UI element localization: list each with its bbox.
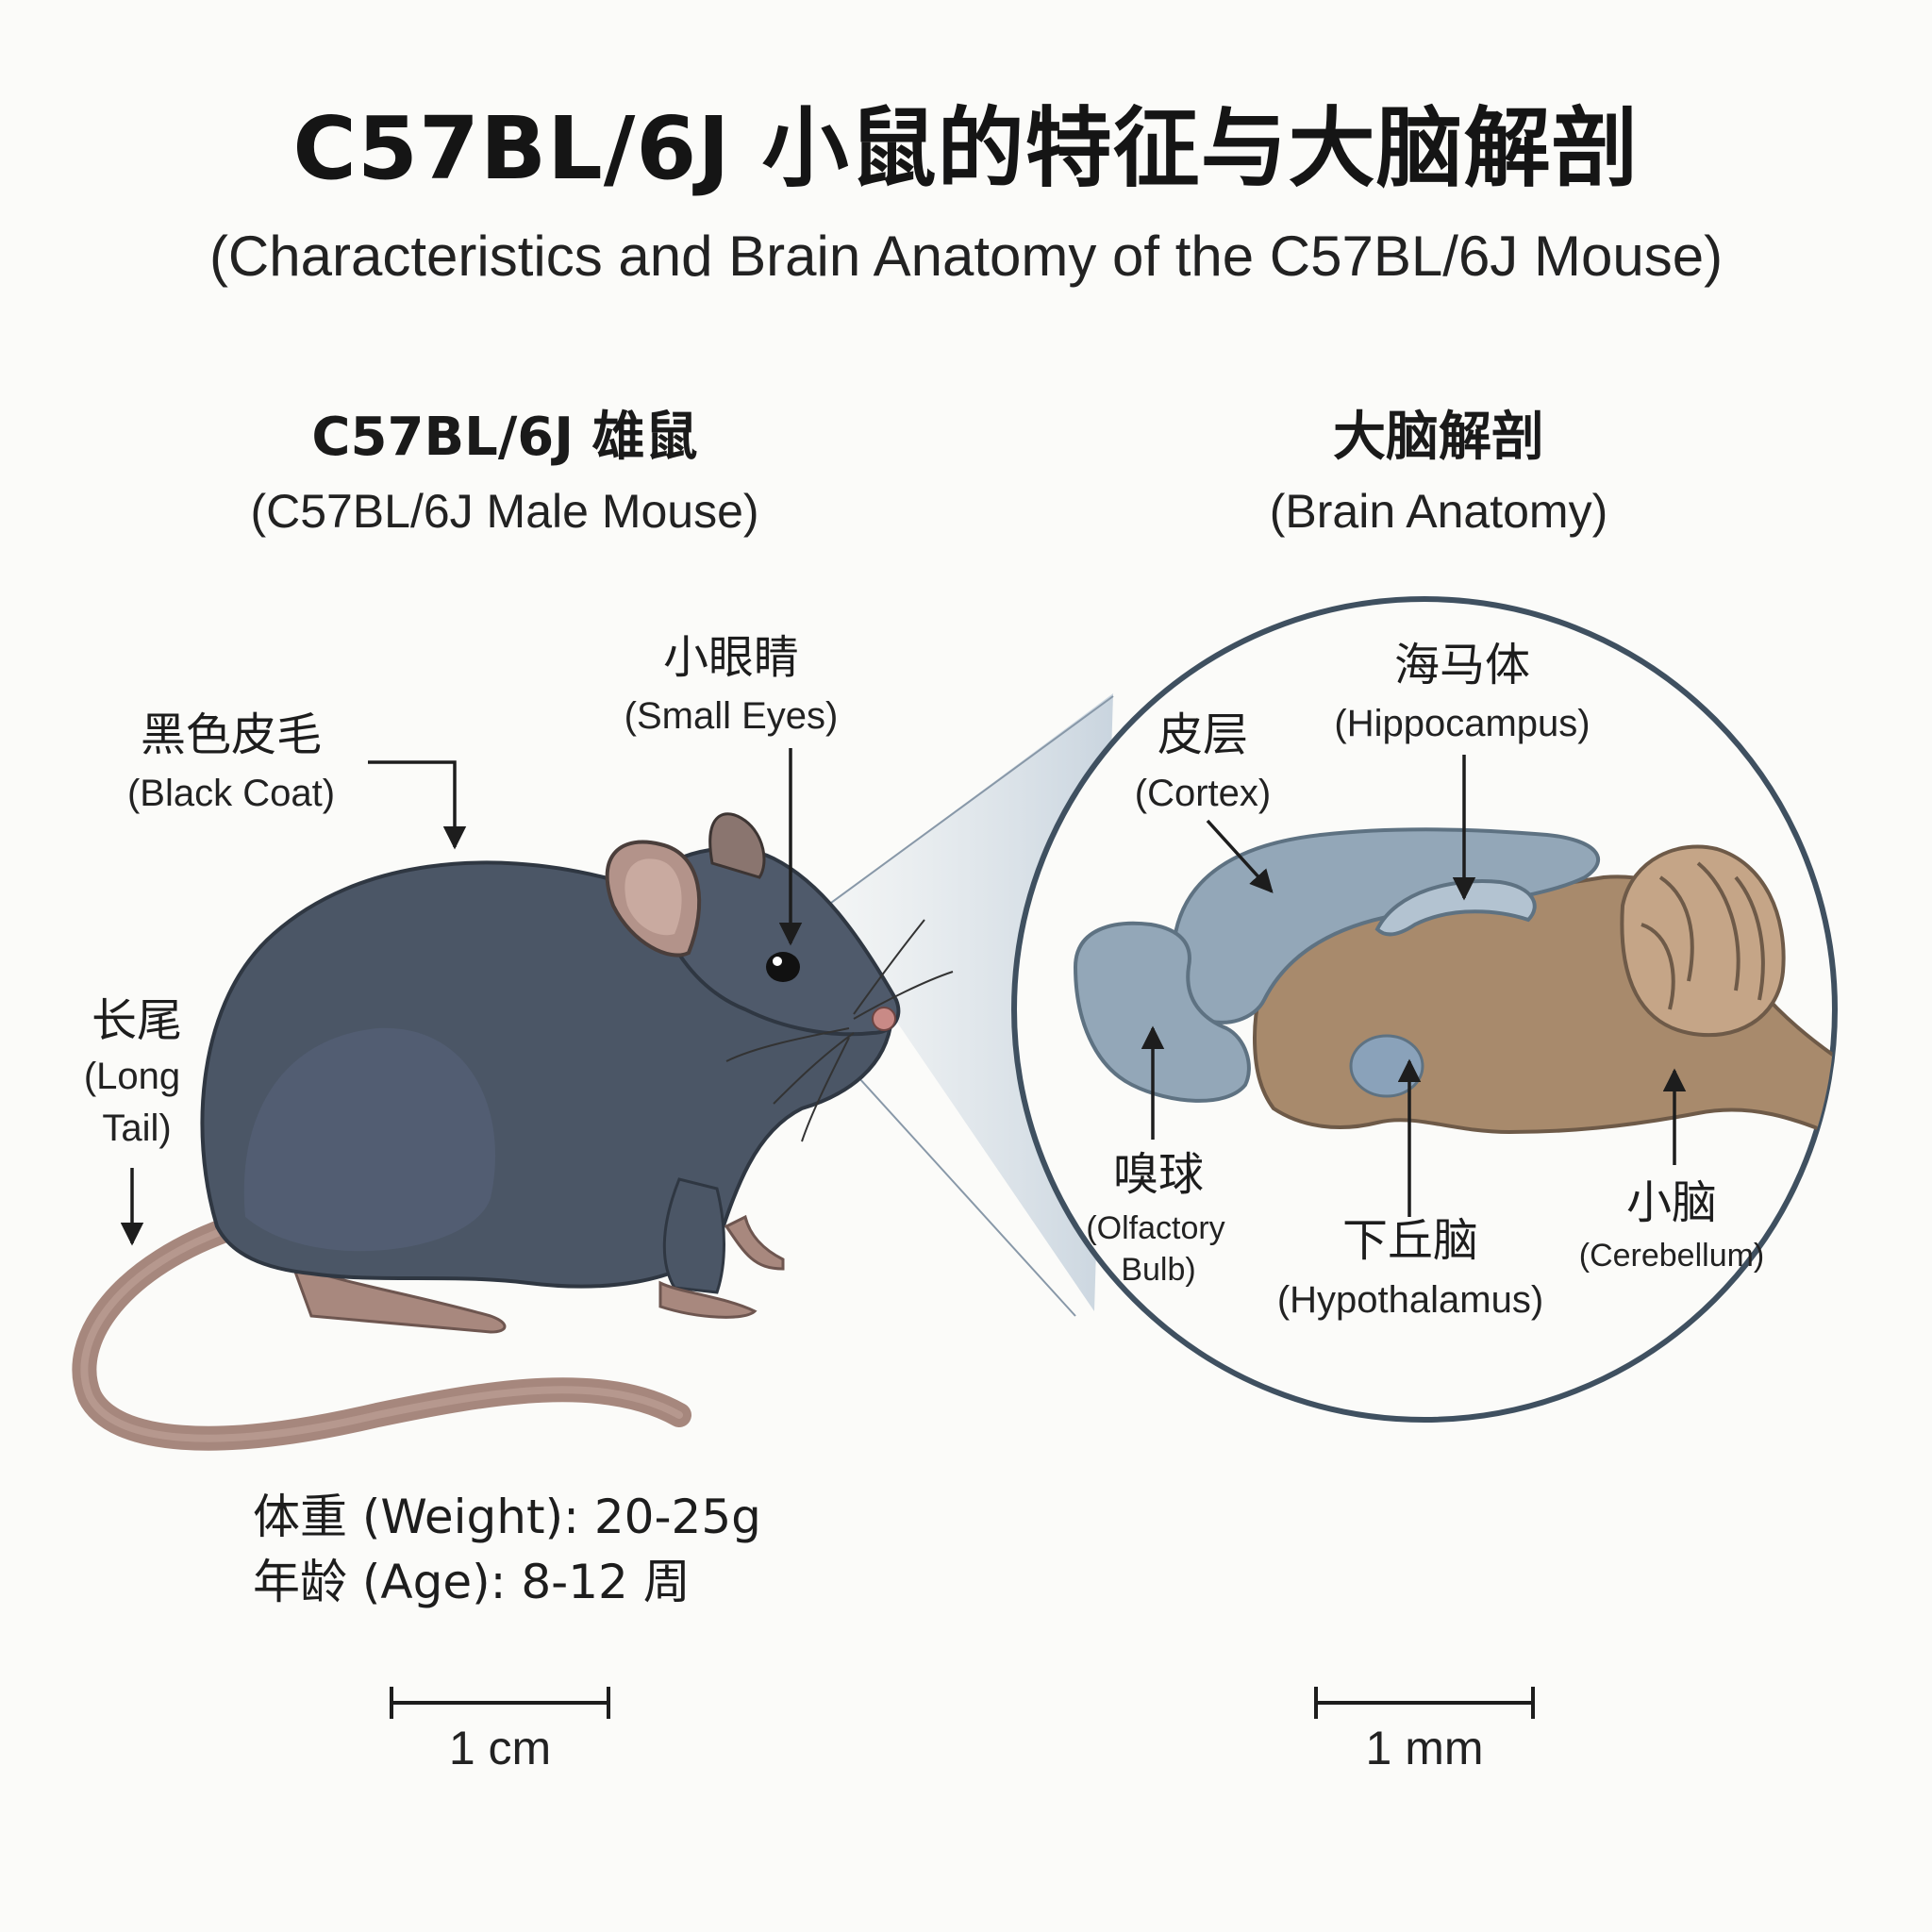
label-cortex-cn: 皮层 — [1157, 708, 1249, 761]
label-eyes-cn: 小眼睛 — [662, 631, 800, 684]
brain-hippocampus — [1374, 879, 1537, 937]
label-hippocampus-cn: 海马体 — [1393, 639, 1531, 691]
mouse-illustration — [72, 812, 954, 1451]
brain-panel-title: 大脑解剖 — [1333, 407, 1544, 468]
label-tail-cn: 长尾 — [91, 994, 183, 1047]
label-cerebellum-en: (Cerebellum) — [1578, 1238, 1765, 1274]
brain-olfactory-bulb — [1073, 921, 1251, 1103]
label-hypothalamus-cn: 下丘脑 — [1341, 1214, 1479, 1267]
mouse-panel-subtitle: (C57BL/6J Male Mouse) — [250, 485, 759, 538]
label-cortex-en: (Cortex) — [1134, 773, 1272, 814]
label-olfactory-en-1: (Olfactory — [1086, 1210, 1225, 1246]
mouse-scale-label: 1 cm — [448, 1722, 552, 1774]
mouse-eye — [766, 952, 800, 982]
label-tail-en-1: (Long — [83, 1056, 181, 1097]
page-subtitle: (Characteristics and Brain Anatomy of th… — [208, 225, 1724, 288]
label-tail-en-2: Tail) — [102, 1108, 172, 1149]
label-hippocampus-en: (Hippocampus) — [1334, 703, 1591, 744]
label-eyes-en: (Small Eyes) — [624, 695, 839, 737]
label-olfactory-en-2: Bulb) — [1121, 1252, 1196, 1288]
page-title: C57BL/6J 小鼠的特征与大脑解剖 — [292, 98, 1640, 199]
brain-panel-subtitle: (Brain Anatomy) — [1269, 485, 1608, 538]
label-olfactory-cn: 嗅球 — [1112, 1148, 1205, 1201]
leader-lines — [120, 748, 1687, 1246]
mouse-nose — [872, 1007, 896, 1031]
label-coat-en: (Black Coat) — [126, 773, 336, 814]
label-cerebellum-cn: 小脑 — [1625, 1176, 1718, 1229]
label-coat-cn: 黑色皮毛 — [140, 708, 323, 761]
weight-info: 体重 (Weight): 20-25g — [253, 1490, 761, 1544]
label-hypothalamus-en: (Hypothalamus) — [1276, 1279, 1544, 1321]
brain-cerebellum — [1620, 844, 1786, 1038]
brain-scale-label: 1 mm — [1365, 1722, 1484, 1774]
scale-bars — [390, 1687, 1535, 1719]
brain-hypothalamus — [1349, 1034, 1424, 1098]
mouse-panel-title: C57BL/6J 雄鼠 — [311, 407, 698, 468]
brain-cortex — [1172, 827, 1600, 1024]
age-info: 年龄 (Age): 8-12 周 — [253, 1555, 691, 1609]
